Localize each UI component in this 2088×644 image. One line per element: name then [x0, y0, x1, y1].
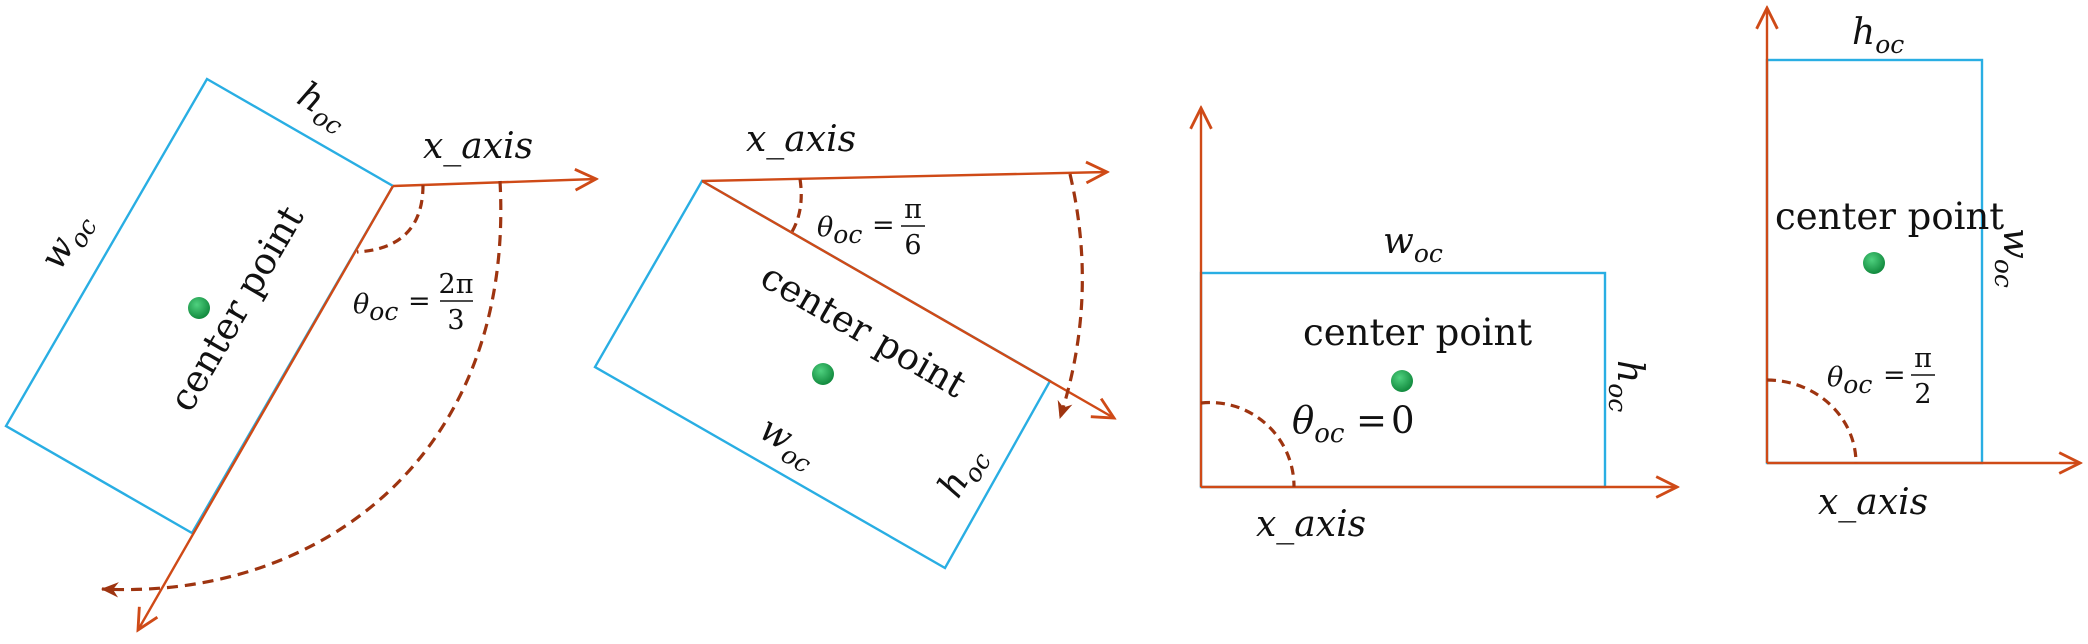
x-axis-label: x_axis: [1818, 482, 1928, 523]
angle-arc: [1200, 400, 1296, 488]
svg-text:=: =: [1356, 399, 1387, 442]
angle-equation: θoc = π 2: [1827, 343, 1935, 410]
h-oc-label: hoc: [930, 439, 997, 508]
width-edge-axis-arrow: [701, 179, 1114, 418]
panel-theta-2pi-3: hoc woc x_axis center point θoc = 2π 3: [4, 74, 596, 630]
oriented-box: [4, 77, 395, 535]
svg-text:θoc: θoc: [353, 289, 398, 326]
svg-text:=: =: [1883, 360, 1906, 391]
center-point-label: center point: [161, 198, 313, 418]
angle-equation: θoc = 2π 3: [353, 269, 473, 336]
rotation-arc-dashed: [1057, 173, 1084, 420]
x-axis-label: x_axis: [423, 126, 533, 167]
svg-text:2π: 2π: [439, 269, 474, 300]
svg-text:0: 0: [1391, 399, 1415, 442]
center-point-dot: [188, 297, 210, 319]
angle-arc-small: [788, 178, 803, 236]
w-oc-label: woc: [1989, 228, 2036, 288]
angle-equation: θoc = π 6: [817, 194, 925, 261]
svg-text:2: 2: [1914, 379, 1931, 410]
x-axis-label: x_axis: [1256, 504, 1366, 545]
center-point-label: center point: [1303, 311, 1532, 354]
svg-text:π: π: [1914, 343, 1932, 374]
center-point-dot: [812, 363, 834, 385]
svg-text:3: 3: [447, 305, 464, 336]
svg-text:θoc: θoc: [1827, 362, 1872, 399]
center-point-label: center point: [754, 255, 974, 407]
rotation-arc-dashed: [100, 180, 503, 598]
h-oc-label: hoc: [1603, 360, 1650, 412]
w-oc-label: woc: [1383, 221, 1443, 268]
x-axis-arrow: [701, 172, 1107, 181]
center-point-label: center point: [1775, 195, 2004, 238]
svg-text:=: =: [408, 286, 431, 317]
svg-text:=: =: [872, 210, 895, 241]
w-oc-label: woc: [750, 408, 825, 479]
svg-text:θoc: θoc: [817, 212, 862, 249]
angle-arc-small: [356, 184, 425, 254]
angle-arc: [1766, 378, 1858, 464]
center-point-dot: [1863, 252, 1885, 274]
panel-theta-pi-6: x_axis center point woc hoc θoc = π 6: [593, 119, 1114, 570]
angle-equation: θoc = 0: [1292, 399, 1415, 449]
panel-theta-pi-2: hoc woc center point x_axis θoc = π 2: [1767, 8, 2080, 523]
h-oc-label: hoc: [1852, 12, 1904, 59]
svg-text:θoc: θoc: [1292, 399, 1345, 449]
svg-text:6: 6: [904, 230, 921, 261]
x-axis-label: x_axis: [746, 119, 856, 160]
x-axis-arrow: [392, 179, 596, 186]
w-oc-label: woc: [32, 204, 103, 279]
svg-text:π: π: [904, 194, 922, 225]
width-edge-axis-arrow: [138, 185, 395, 630]
panel-theta-0: woc hoc center point x_axis θoc = 0: [1201, 108, 1677, 545]
center-point-dot: [1391, 370, 1413, 392]
